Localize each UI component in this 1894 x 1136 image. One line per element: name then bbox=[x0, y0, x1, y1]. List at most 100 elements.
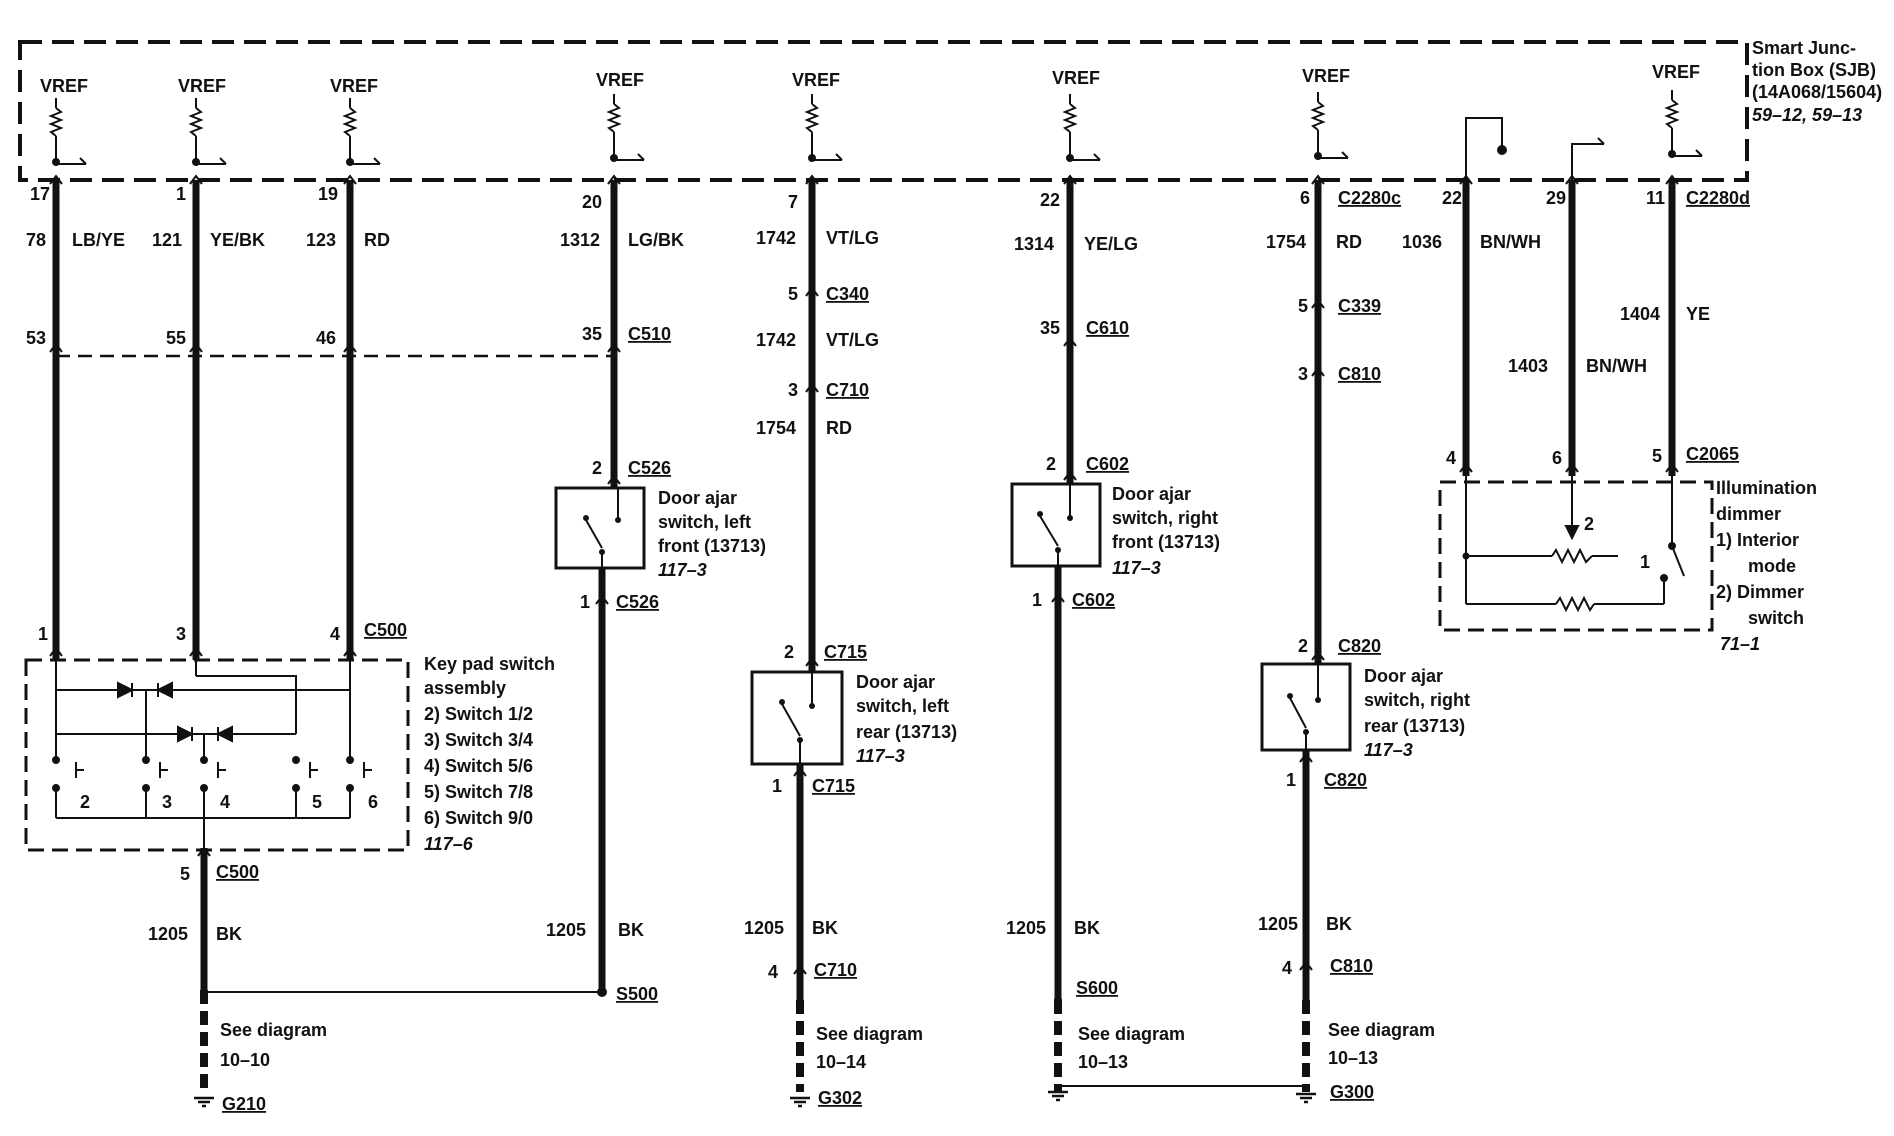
svg-text:C810: C810 bbox=[1330, 956, 1373, 976]
svg-text:switch, right: switch, right bbox=[1112, 508, 1218, 528]
svg-text:See diagram: See diagram bbox=[1328, 1020, 1435, 1040]
svg-text:C715: C715 bbox=[824, 642, 867, 662]
switch-lr-label: Door ajar switch, left rear (13713) 117–… bbox=[856, 672, 957, 766]
svg-text:mode: mode bbox=[1748, 556, 1796, 576]
svg-text:55: 55 bbox=[166, 328, 186, 348]
svg-text:C526: C526 bbox=[628, 458, 671, 478]
svg-text:rear (13713): rear (13713) bbox=[1364, 716, 1465, 736]
svg-text:Door ajar: Door ajar bbox=[1112, 484, 1191, 504]
ground-icons bbox=[194, 1090, 1316, 1108]
svg-text:71–1: 71–1 bbox=[1720, 634, 1760, 654]
svg-text:6: 6 bbox=[1552, 448, 1562, 468]
svg-text:BK: BK bbox=[216, 924, 242, 944]
svg-text:BN/WH: BN/WH bbox=[1480, 232, 1541, 252]
svg-text:VREF: VREF bbox=[1652, 62, 1700, 82]
dimmer-box bbox=[1438, 480, 1714, 632]
svg-text:Smart Junc-: Smart Junc- bbox=[1752, 38, 1856, 58]
svg-text:3: 3 bbox=[1298, 364, 1308, 384]
svg-text:BN/WH: BN/WH bbox=[1586, 356, 1647, 376]
svg-text:rear (13713): rear (13713) bbox=[856, 722, 957, 742]
svg-text:C602: C602 bbox=[1072, 590, 1115, 610]
splice-s500-dot bbox=[597, 987, 607, 997]
svg-text:22: 22 bbox=[1040, 190, 1060, 210]
svg-text:3: 3 bbox=[162, 792, 172, 812]
keypad-internals bbox=[52, 660, 372, 848]
col1-labels: 17 78 LB/YE 53 1 bbox=[26, 184, 125, 644]
splice-s600-dot bbox=[1054, 996, 1062, 1004]
switch-lf bbox=[554, 486, 646, 570]
svg-text:1205: 1205 bbox=[546, 920, 586, 940]
svg-text:RD: RD bbox=[364, 230, 390, 250]
svg-text:VT/LG: VT/LG bbox=[826, 330, 879, 350]
svg-text:117–3: 117–3 bbox=[1364, 740, 1413, 760]
svg-text:1742: 1742 bbox=[756, 330, 796, 350]
svg-text:C602: C602 bbox=[1086, 454, 1129, 474]
connector-chevrons bbox=[49, 174, 1679, 975]
svg-text:BK: BK bbox=[812, 918, 838, 938]
svg-text:Door ajar: Door ajar bbox=[658, 488, 737, 508]
svg-text:53: 53 bbox=[26, 328, 46, 348]
svg-text:3: 3 bbox=[788, 380, 798, 400]
svg-text:VREF: VREF bbox=[1052, 68, 1100, 88]
svg-text:117–6: 117–6 bbox=[424, 834, 474, 854]
svg-text:4: 4 bbox=[220, 792, 230, 812]
svg-text:117–3: 117–3 bbox=[658, 560, 707, 580]
switch-lr bbox=[750, 670, 844, 766]
svg-text:6: 6 bbox=[368, 792, 378, 812]
svg-text:VREF: VREF bbox=[330, 76, 378, 96]
svg-text:switch: switch bbox=[1748, 608, 1804, 628]
svg-text:RD: RD bbox=[826, 418, 852, 438]
svg-text:BK: BK bbox=[1326, 914, 1352, 934]
svg-text:2: 2 bbox=[784, 642, 794, 662]
svg-text:117–3: 117–3 bbox=[856, 746, 905, 766]
svg-text:1314: 1314 bbox=[1014, 234, 1054, 254]
svg-text:C2280c: C2280c bbox=[1338, 188, 1401, 208]
col2-labels: 1 121 YE/BK 55 3 bbox=[152, 184, 265, 644]
svg-text:LB/YE: LB/YE bbox=[72, 230, 125, 250]
svg-text:7: 7 bbox=[788, 192, 798, 212]
sjb-box bbox=[18, 40, 1749, 182]
svg-text:LG/BK: LG/BK bbox=[628, 230, 684, 250]
svg-text:YE: YE bbox=[1686, 304, 1710, 324]
svg-text:3: 3 bbox=[176, 624, 186, 644]
svg-text:123: 123 bbox=[306, 230, 336, 250]
ground-dashes bbox=[200, 990, 1310, 1092]
svg-text:Illumination: Illumination bbox=[1716, 478, 1817, 498]
col7-labels: 6 C2280c 1754 RD 5 C339 3 C810 2 C820 1 … bbox=[1258, 188, 1435, 1102]
svg-text:1205: 1205 bbox=[1258, 914, 1298, 934]
svg-text:19: 19 bbox=[318, 184, 338, 204]
wires bbox=[52, 180, 1676, 1000]
svg-text:C2280d: C2280d bbox=[1686, 188, 1750, 208]
svg-text:VREF: VREF bbox=[596, 70, 644, 90]
svg-text:1312: 1312 bbox=[560, 230, 600, 250]
svg-text:switch, left: switch, left bbox=[658, 512, 751, 532]
svg-text:RD: RD bbox=[1336, 232, 1362, 252]
svg-text:1403: 1403 bbox=[1508, 356, 1548, 376]
svg-text:C526: C526 bbox=[616, 592, 659, 612]
svg-text:3) Switch 3/4: 3) Switch 3/4 bbox=[424, 730, 533, 750]
svg-text:1) Interior: 1) Interior bbox=[1716, 530, 1799, 550]
col5-labels: 7 1742 VT/LG 5 C340 1742 VT/LG 3 C710 17… bbox=[744, 192, 923, 1108]
svg-text:4: 4 bbox=[330, 624, 340, 644]
svg-text:5: 5 bbox=[180, 864, 190, 884]
svg-text:1404: 1404 bbox=[1620, 304, 1660, 324]
svg-text:C710: C710 bbox=[826, 380, 869, 400]
dimmer-legend: Illumination dimmer 1) Interior mode 2) … bbox=[1716, 478, 1817, 654]
dimmer-numbers: 2 1 bbox=[1584, 514, 1650, 572]
svg-text:10–13: 10–13 bbox=[1078, 1052, 1128, 1072]
svg-text:11: 11 bbox=[1646, 188, 1665, 208]
switch-rf-label: Door ajar switch, right front (13713) 11… bbox=[1112, 484, 1220, 578]
svg-text:Key pad switch: Key pad switch bbox=[424, 654, 555, 674]
svg-text:1205: 1205 bbox=[148, 924, 188, 944]
svg-text:assembly: assembly bbox=[424, 678, 506, 698]
svg-text:4: 4 bbox=[1446, 448, 1456, 468]
svg-text:4: 4 bbox=[768, 962, 778, 982]
svg-text:G302: G302 bbox=[818, 1088, 862, 1108]
svg-text:C610: C610 bbox=[1086, 318, 1129, 338]
svg-text:6: 6 bbox=[1300, 188, 1310, 208]
svg-text:117–3: 117–3 bbox=[1112, 558, 1161, 578]
svg-text:1742: 1742 bbox=[756, 228, 796, 248]
svg-text:46: 46 bbox=[316, 328, 336, 348]
svg-text:5: 5 bbox=[788, 284, 798, 304]
svg-text:BK: BK bbox=[618, 920, 644, 940]
